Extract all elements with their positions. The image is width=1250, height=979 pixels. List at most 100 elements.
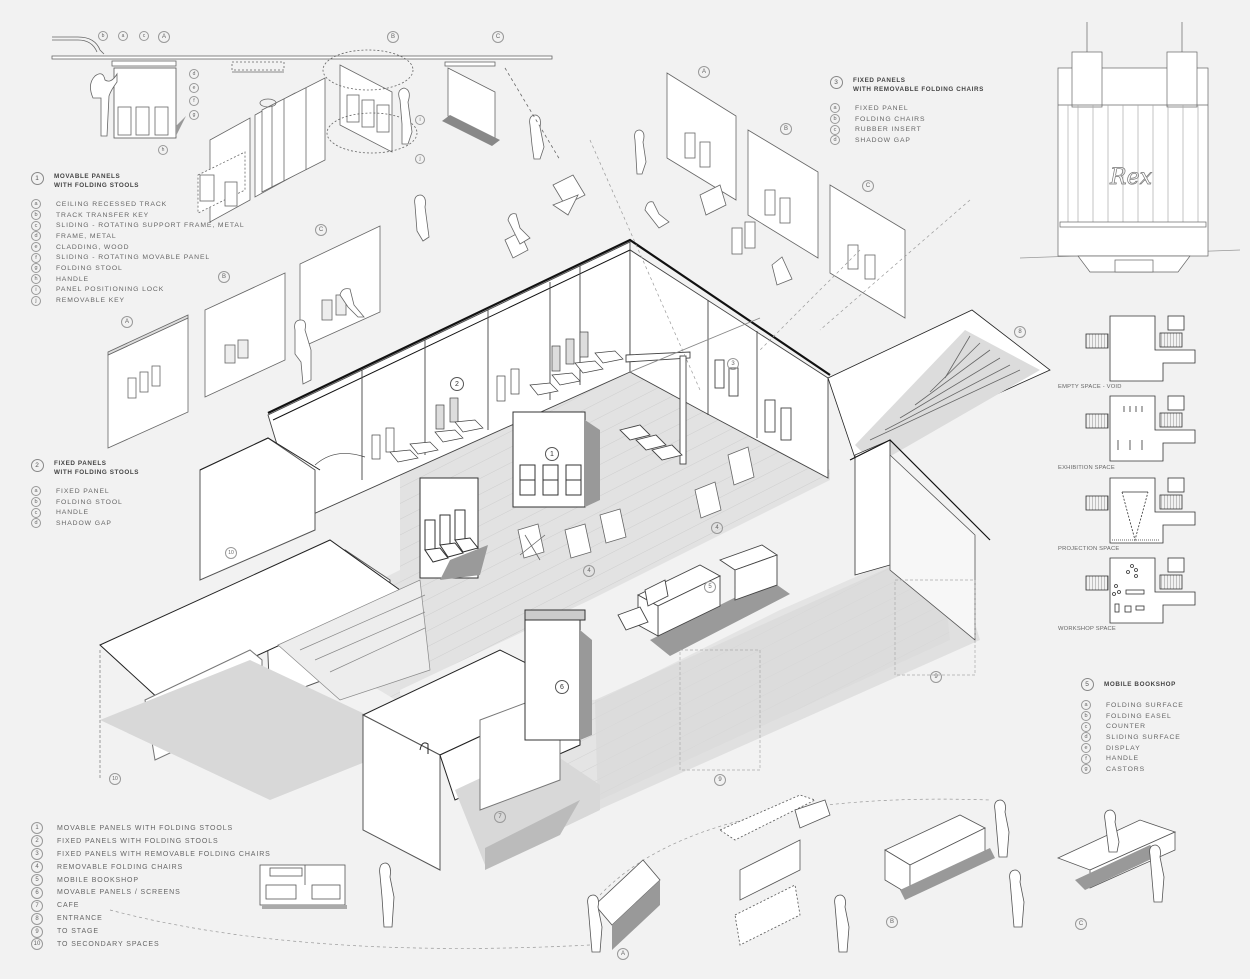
marker-e: e — [189, 83, 199, 93]
fixed-panel-variants — [107, 225, 381, 449]
plan-label-exhibition: EXHIBITION SPACE — [1058, 465, 1115, 471]
legend-title-line2: WITH FOLDING STOOLS — [54, 469, 140, 476]
plan-workshop — [1085, 557, 1196, 624]
marker-C: C — [492, 31, 504, 43]
marker-i: i — [415, 115, 425, 125]
marker-A: A — [121, 316, 133, 328]
fixed-panel-removable-chairs — [414, 72, 906, 319]
marker-3: 3 — [727, 358, 739, 370]
legend-number: 5 — [1081, 678, 1094, 691]
marker-1: 1 — [545, 447, 559, 461]
marker-C: C — [862, 180, 874, 192]
movable-panel-front — [419, 477, 488, 580]
folding-chairs-4 — [517, 446, 755, 561]
legend-title-line1: FIXED PANELS — [853, 77, 906, 84]
marker-f: f — [189, 96, 199, 106]
marker-A: A — [617, 948, 629, 960]
marker-A: A — [158, 31, 170, 43]
marker-h: h — [158, 145, 168, 155]
marker-d: d — [189, 69, 199, 79]
legend-title-line1: FIXED PANELS — [54, 460, 107, 467]
marker-5: 5 — [704, 581, 716, 593]
rex-sign: Rex — [1110, 165, 1153, 191]
marker-B: B — [780, 123, 792, 135]
marker-B: B — [886, 916, 898, 928]
legend-title-line2: WITH FOLDING STOOLS — [54, 182, 140, 189]
marker-B: B — [387, 31, 399, 43]
legend-title-line1: MOVABLE PANELS — [54, 173, 121, 180]
marker-A: A — [698, 66, 710, 78]
stairs-down — [277, 579, 431, 701]
legend-title-line2: WITH REMOVABLE FOLDING CHAIRS — [853, 86, 984, 93]
mobile-bookshop-5 — [617, 544, 790, 656]
folding-stools-row — [314, 331, 624, 466]
marker-8: 8 — [1014, 326, 1026, 338]
legend-number: 3 — [830, 76, 843, 89]
movable-panel-1 — [512, 411, 600, 508]
track-detail — [51, 36, 561, 223]
legend-number: 2 — [31, 459, 44, 472]
marker-6: 6 — [555, 680, 569, 694]
movable-panel-gantry — [619, 317, 761, 465]
legend-title-line1: MOBILE BOOKSHOP — [1104, 681, 1176, 688]
plan-exhibition — [1085, 395, 1196, 462]
marker-C: C — [1075, 918, 1087, 930]
plan-label-void: EMPTY SPACE - VOID — [1058, 384, 1122, 390]
marker-2: 2 — [450, 377, 464, 391]
plan-projection — [1085, 477, 1196, 544]
marker-10: 10 — [225, 547, 237, 559]
plan-diagrams — [1085, 315, 1196, 624]
marker-C: C — [315, 224, 327, 236]
legend-number: 1 — [31, 172, 44, 185]
plan-label-projection: PROJECTION SPACE — [1058, 546, 1120, 552]
marker-4: 4 — [583, 565, 595, 577]
marker-9: 9 — [930, 671, 942, 683]
marker-j: j — [415, 154, 425, 164]
movable-screen-6 — [524, 609, 592, 741]
marker-a: a — [118, 31, 128, 41]
plan-empty-void — [1085, 315, 1196, 382]
marker-10: 10 — [109, 773, 121, 785]
marker-c: c — [139, 31, 149, 41]
legend-fixed-panels-chairs: 3 FIXED PANELS WITH REMOVABLE FOLDING CHA… — [830, 76, 984, 146]
marker-b: b — [98, 31, 108, 41]
marker-g: g — [189, 110, 199, 120]
bookshop-variants — [259, 794, 1177, 953]
rex-facade-elevation — [1019, 22, 1241, 273]
plan-label-workshop: WORKSHOP SPACE — [1058, 626, 1116, 632]
